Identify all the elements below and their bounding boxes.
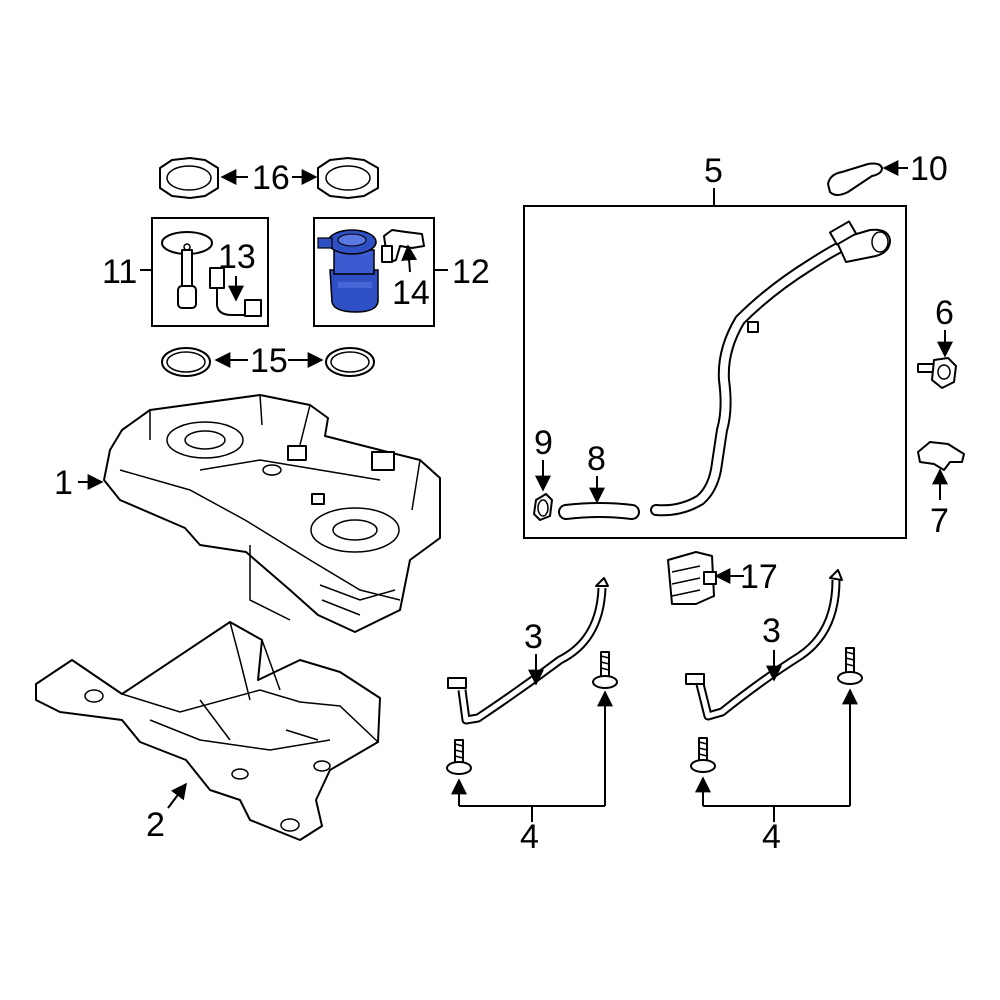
mounting-bolt[interactable]	[917, 357, 957, 389]
callout-12: 12	[452, 253, 490, 291]
leader-2	[167, 782, 187, 809]
filler-hose[interactable]	[558, 502, 640, 520]
strap-bolt-left-1[interactable]	[446, 739, 472, 775]
strap-bolt-left-2[interactable]	[592, 651, 618, 689]
callout-15: 15	[250, 342, 288, 380]
callout-13: 13	[218, 238, 256, 276]
callout-17: 17	[740, 558, 778, 596]
lock-ring-right[interactable]	[317, 157, 379, 199]
callout-3-right: 3	[762, 612, 781, 650]
tank-shield[interactable]	[35, 621, 381, 841]
callout-11: 11	[102, 253, 137, 291]
box-11	[151, 217, 269, 327]
callout-2: 2	[146, 806, 165, 844]
control-module[interactable]	[667, 551, 717, 605]
callout-5: 5	[704, 152, 723, 190]
wire-harness[interactable]	[209, 267, 262, 317]
callout-8: 8	[587, 440, 606, 478]
lock-ring-left[interactable]	[159, 157, 219, 199]
fuel-tank[interactable]	[103, 394, 441, 633]
callout-7: 7	[930, 502, 949, 540]
filler-cap-plug[interactable]	[827, 162, 883, 196]
callout-6: 6	[935, 294, 954, 332]
callout-3-left: 3	[524, 618, 543, 656]
callout-4-left: 4	[520, 818, 539, 856]
callout-10: 10	[910, 150, 948, 188]
callout-9: 9	[534, 424, 553, 462]
pump-connector[interactable]	[381, 229, 425, 263]
retaining-clip[interactable]	[917, 441, 965, 471]
callout-16: 16	[252, 159, 290, 197]
tank-strap-right[interactable]	[685, 569, 843, 721]
box-12	[313, 217, 435, 327]
filler-pipe[interactable]	[650, 220, 891, 517]
leader-14	[401, 244, 418, 273]
seal-ring-right[interactable]	[325, 347, 375, 377]
hose-clamp[interactable]	[533, 493, 553, 521]
fuel-pump-body	[329, 269, 379, 313]
callout-14: 14	[392, 274, 430, 312]
fuel-pump-module[interactable]	[317, 229, 379, 313]
strap-bolt-right-2[interactable]	[837, 647, 863, 685]
callout-4-right: 4	[762, 818, 781, 856]
seal-ring-left[interactable]	[161, 347, 211, 377]
callout-1: 1	[54, 464, 73, 502]
fuel-level-sender[interactable]	[161, 231, 213, 309]
strap-bolt-right-1[interactable]	[690, 737, 716, 773]
tank-strap-left[interactable]	[447, 577, 609, 725]
